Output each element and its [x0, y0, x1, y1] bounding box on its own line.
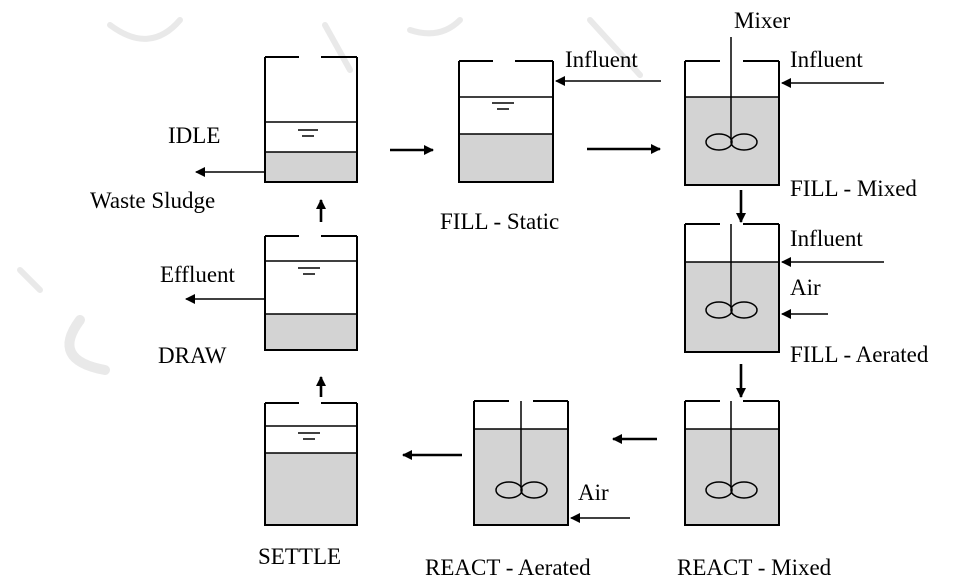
tank-idle [264, 56, 358, 183]
tank-react-mixed [684, 400, 780, 526]
tank-settle [264, 402, 358, 526]
influent-label-fill-mixed: Influent [790, 47, 863, 72]
influent-label-fill-aerated: Influent [790, 226, 863, 251]
tank-react-aerated [473, 400, 569, 526]
tank-fill-mixed [684, 37, 780, 186]
watermark [17, 17, 643, 375]
air-label-fill-aerated: Air [790, 275, 821, 300]
stage-label-fill-aerated: FILL - Aerated [790, 342, 929, 367]
stage-label-draw: DRAW [158, 343, 227, 368]
stage-label-react-mixed: REACT - Mixed [677, 555, 832, 580]
waste-sludge-label: Waste Sludge [90, 188, 215, 213]
mixer-label: Mixer [734, 8, 791, 33]
stage-label-fill-mixed: FILL - Mixed [790, 176, 917, 201]
effluent-label: Effluent [160, 262, 236, 287]
tank-draw [264, 235, 358, 351]
influent-label-fill-static: Influent [565, 47, 638, 72]
air-label-react-aerated: Air [578, 480, 609, 505]
tank-fill-aerated [684, 223, 780, 353]
tank-fill-static [458, 60, 554, 183]
stage-label-fill-static: FILL - Static [440, 209, 559, 234]
stage-label-settle: SETTLE [258, 544, 341, 569]
stage-label-idle: IDLE [168, 123, 220, 148]
stage-label-react-aerated: REACT - Aerated [425, 555, 591, 580]
